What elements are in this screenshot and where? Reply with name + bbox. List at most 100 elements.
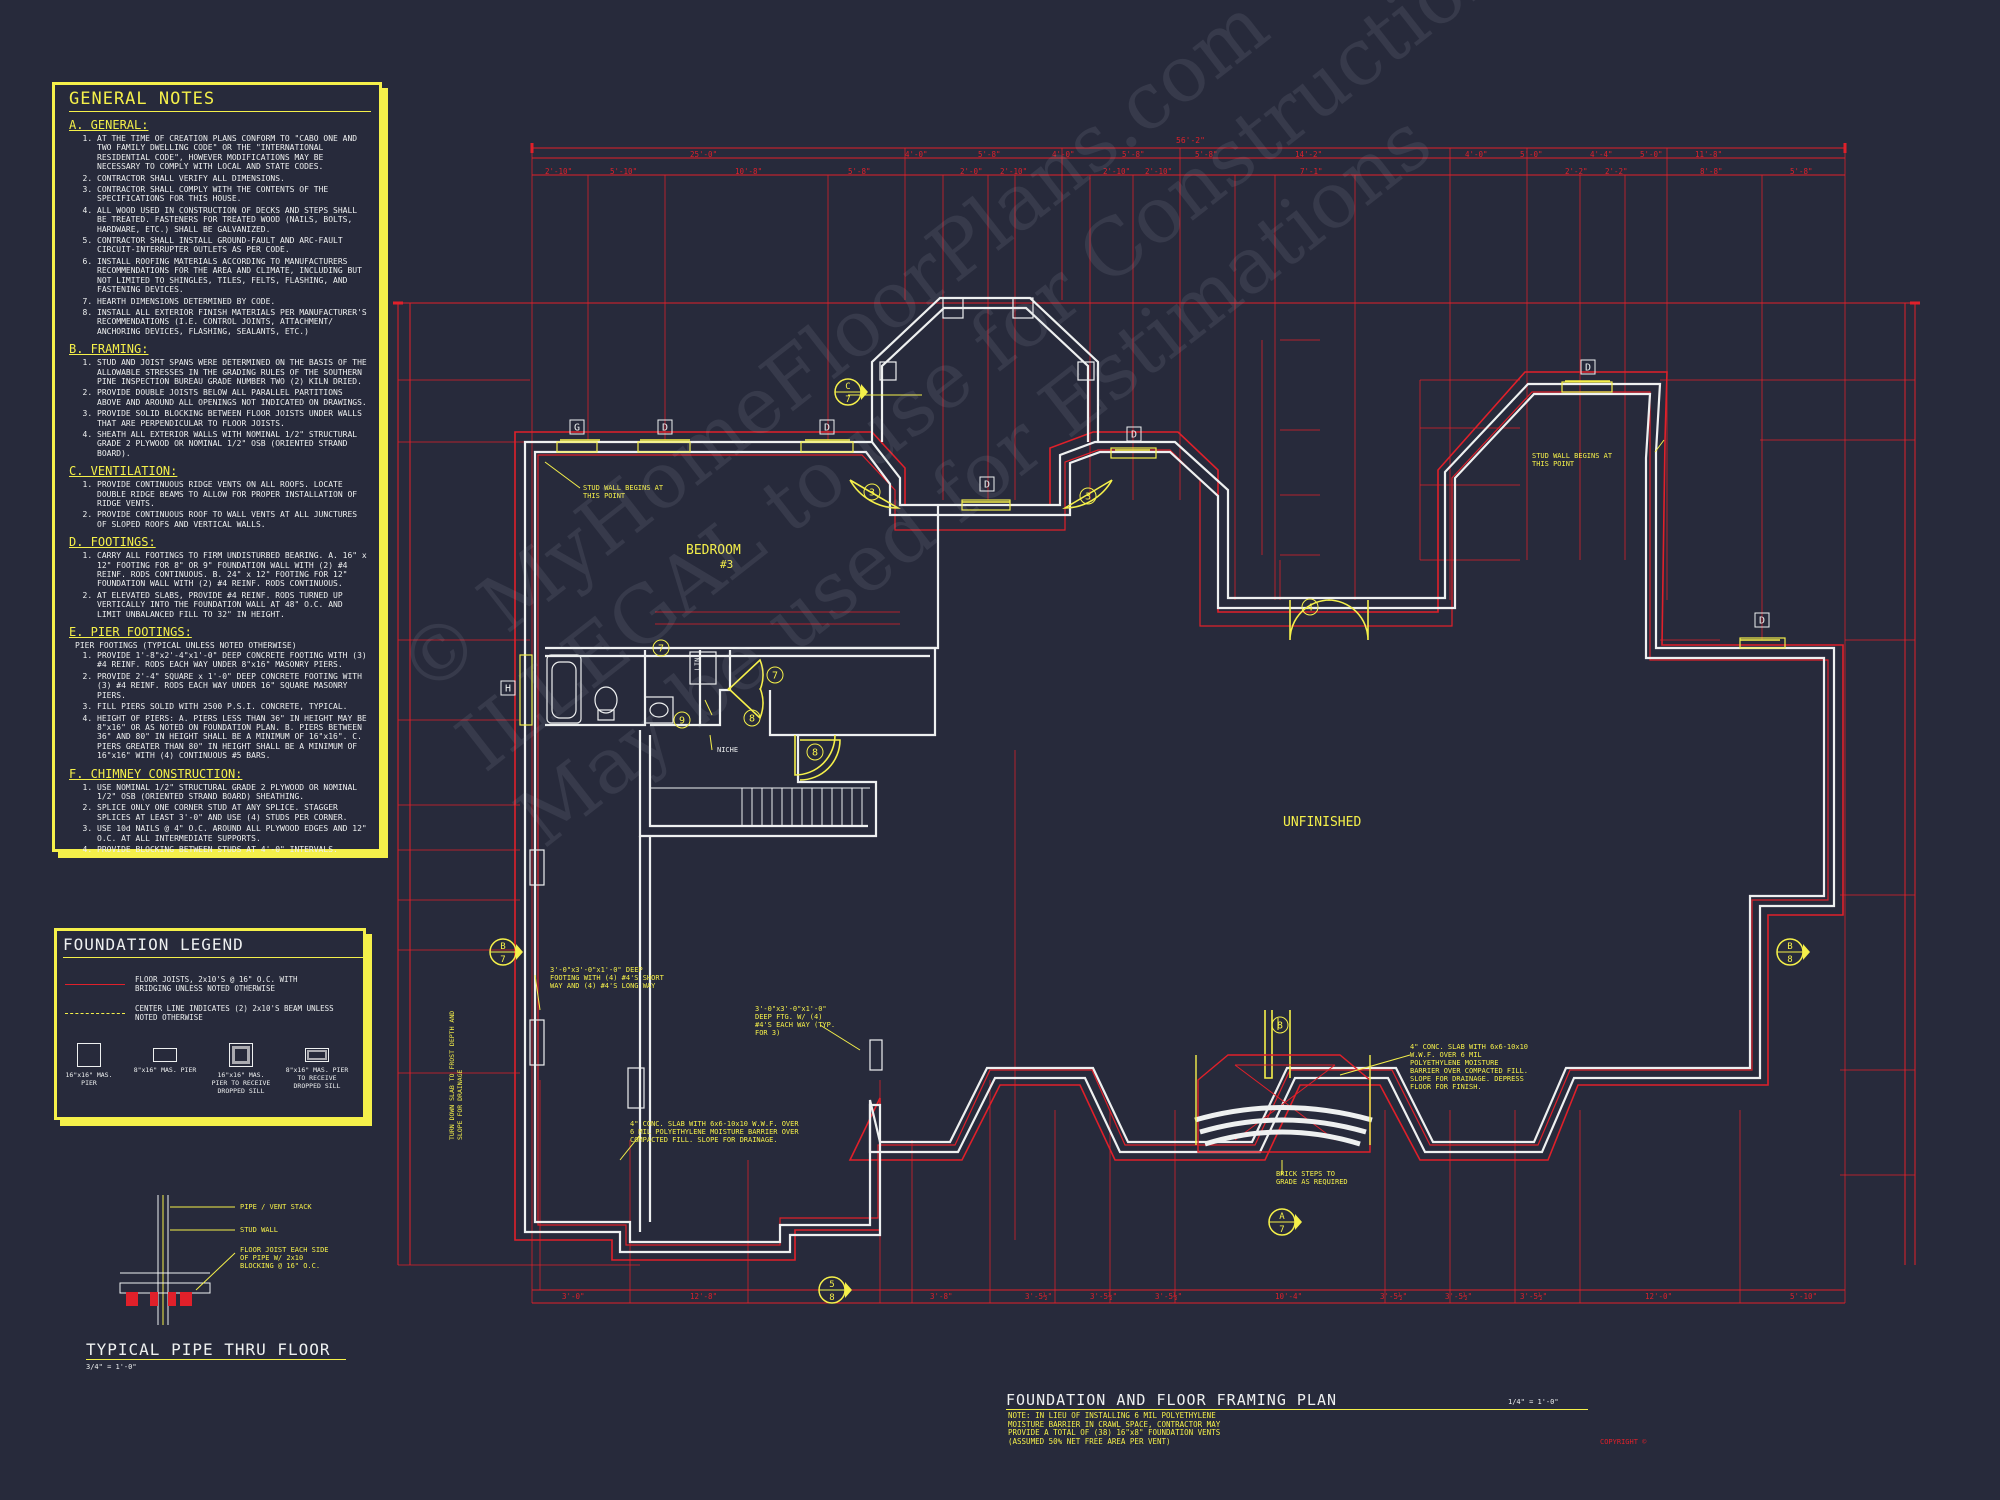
notes-item: PROVIDE CONTINUOUS ROOF TO WALL VENTS AT… — [97, 510, 371, 529]
beam-centerline-symbol — [65, 1012, 125, 1014]
svg-text:7: 7 — [500, 955, 505, 965]
general-notes-title: GENERAL NOTES — [69, 89, 371, 112]
notes-list: PROVIDE 1'-8"x2'-4"x1'-0" DEEP CONCRETE … — [63, 651, 371, 760]
stair-wall — [638, 836, 652, 1232]
legend-pier-8x16: 8"x16" MAS. PIER — [133, 1043, 197, 1074]
notes-item: SHEATH ALL EXTERIOR WALLS WITH NOMINAL 1… — [97, 430, 371, 458]
svg-text:3: 3 — [869, 488, 875, 499]
exterior-wall-inner — [533, 392, 1826, 1244]
notes-item: USE NOMINAL 1/2" STRUCTURAL GRADE 2 PLYW… — [97, 783, 371, 802]
plan-scale: 1/4" = 1'-0" — [1508, 1398, 1559, 1406]
notes-item: USE 10d NAILS @ 4" O.C. AROUND ALL PLYWO… — [97, 824, 371, 843]
joist-line-symbol — [65, 983, 125, 985]
svg-text:7: 7 — [1279, 1225, 1284, 1235]
notes-list: CARRY ALL FOOTINGS TO FIRM UNDISTURBED B… — [63, 551, 371, 619]
pier-8x16-label: 8"x16" MAS. PIER — [133, 1066, 197, 1074]
closet-wall — [768, 646, 937, 737]
legend-beam-row: CENTER LINE INDICATES (2) 2x10'S BEAM UN… — [65, 1004, 361, 1022]
svg-text:D: D — [1585, 363, 1591, 374]
stairs — [650, 787, 870, 826]
svg-text:D: D — [984, 480, 990, 491]
section-marker: B7 — [489, 938, 523, 966]
plan-tag: D — [819, 419, 835, 435]
foundation-walls — [523, 296, 1836, 1254]
svg-text:8: 8 — [829, 1293, 834, 1303]
svg-text:7: 7 — [658, 644, 664, 655]
notes-item: HEARTH DIMENSIONS DETERMINED BY CODE. — [97, 297, 371, 306]
notes-item: HEIGHT OF PIERS: A. PIERS LESS THAN 36" … — [97, 714, 371, 761]
pipe-callout-stud: STUD WALL — [240, 1226, 278, 1234]
notes-item: CONTRACTOR SHALL VERIFY ALL DIMENSIONS. — [97, 174, 371, 183]
door-swing-exterior — [1289, 599, 1369, 641]
svg-text:7: 7 — [845, 395, 850, 405]
pier-16x16-icon — [77, 1043, 101, 1067]
dimension-grid — [393, 143, 1920, 1304]
plan-tag: D — [657, 419, 673, 435]
svg-text:D: D — [662, 423, 668, 434]
bay-window-wall-inner — [880, 306, 1090, 442]
notes-item: STUD AND JOIST SPANS WERE DETERMINED ON … — [97, 358, 371, 386]
linen-closet — [689, 651, 717, 685]
legend-beam-text: CENTER LINE INDICATES (2) 2x10'S BEAM UN… — [135, 1004, 334, 1022]
window-frames — [560, 380, 1780, 641]
plan-tag: 9 — [673, 711, 691, 729]
door-swing-front — [1264, 1010, 1291, 1079]
door-swing-hall — [794, 734, 836, 776]
plan-tag: D — [979, 476, 995, 492]
notes-list: PROVIDE CONTINUOUS RIDGE VENTS ON ALL RO… — [63, 480, 371, 529]
pier-8x16-dropped-label: 8"x16" MAS. PIER TO RECEIVE DROPPED SILL — [285, 1066, 349, 1090]
hall-wall — [638, 730, 878, 838]
door-swing-bay-left — [849, 479, 901, 509]
pier-8x16-dropped-icon — [305, 1048, 329, 1062]
plan-tag: D — [1580, 359, 1596, 375]
notes-item: INSTALL ROOFING MATERIALS ACCORDING TO M… — [97, 257, 371, 295]
plan-note: NOTE: IN LIEU OF INSTALLING 6 MIL POLYET… — [1008, 1411, 1221, 1446]
plan-tag: D — [1754, 612, 1770, 628]
toilet-icon — [594, 686, 618, 714]
door-swing-bay-right — [1062, 479, 1113, 509]
plan-tag: D — [1126, 426, 1142, 442]
plan-tag: 3 — [1079, 487, 1097, 505]
bath-wall — [545, 650, 732, 727]
plan-tag: H — [500, 680, 516, 696]
notes-section-heading: C. VENTILATION: — [69, 464, 178, 479]
section-marker: B8 — [1776, 938, 1810, 966]
legend-pier-8x16-dropped: 8"x16" MAS. PIER TO RECEIVE DROPPED SILL — [285, 1043, 349, 1090]
svg-text:B: B — [500, 942, 505, 952]
bay-window-wall — [870, 296, 1100, 442]
pier-16x16-dropped-icon — [229, 1043, 253, 1067]
piers — [627, 297, 1095, 1109]
svg-text:3: 3 — [1085, 492, 1091, 503]
section-marker: A7 — [1268, 1208, 1302, 1236]
notes-item: PROVIDE SOLID BLOCKING BETWEEN FLOOR JOI… — [97, 409, 371, 428]
legend-title: FOUNDATION LEGEND — [63, 935, 363, 958]
door-swing-closet — [727, 658, 764, 691]
svg-text:8: 8 — [749, 714, 755, 725]
notes-item: AT ELEVATED SLABS, PROVIDE #4 REINF. ROD… — [97, 591, 371, 619]
notes-item: AT THE TIME OF CREATION PLANS CONFORM TO… — [97, 134, 371, 172]
notes-item: CONTRACTOR SHALL COMPLY WITH THE CONTENT… — [97, 185, 371, 204]
doors — [560, 380, 1780, 1079]
general-notes-panel: GENERAL NOTES A. GENERAL:AT THE TIME OF … — [52, 82, 382, 855]
notes-item: INSTALL ALL EXTERIOR FINISH MATERIALS PE… — [97, 308, 371, 336]
sink-icon — [644, 696, 674, 724]
notes-item: CARRY ALL FOOTINGS TO FIRM UNDISTURBED B… — [97, 551, 371, 589]
notes-item: SPLICE ONLY ONE CORNER STUD AT ANY SPLIC… — [97, 803, 371, 822]
pier-16x16-dropped-label: 16"x16" MAS. PIER TO RECEIVE DROPPED SIL… — [211, 1071, 271, 1095]
plan-tag: G — [569, 419, 585, 435]
front-stoop — [1194, 1054, 1373, 1153]
bath-fixtures — [546, 651, 717, 724]
plan-tag: 8 — [743, 709, 761, 727]
notes-section-heading: B. FRAMING: — [69, 342, 149, 357]
notes-list: USE NOMINAL 1/2" STRUCTURAL GRADE 2 PLYW… — [63, 783, 371, 855]
plan-tag: 3 — [863, 483, 881, 501]
notes-item: PROVIDE 1'-8"x2'-4"x1'-0" DEEP CONCRETE … — [97, 651, 371, 670]
door-swing-stair — [799, 739, 841, 781]
pipe-thru-floor-detail — [119, 1195, 236, 1325]
svg-text:D: D — [1759, 616, 1765, 627]
plan-tag: 7 — [766, 666, 784, 684]
notes-item: PROVIDE CONTINUOUS RIDGE VENTS ON ALL RO… — [97, 480, 371, 508]
pipe-callout-joist: FLOOR JOIST EACH SIDE OF PIPE W/ 2x10 BL… — [240, 1246, 329, 1270]
plan-tag: 8 — [1271, 1016, 1289, 1034]
